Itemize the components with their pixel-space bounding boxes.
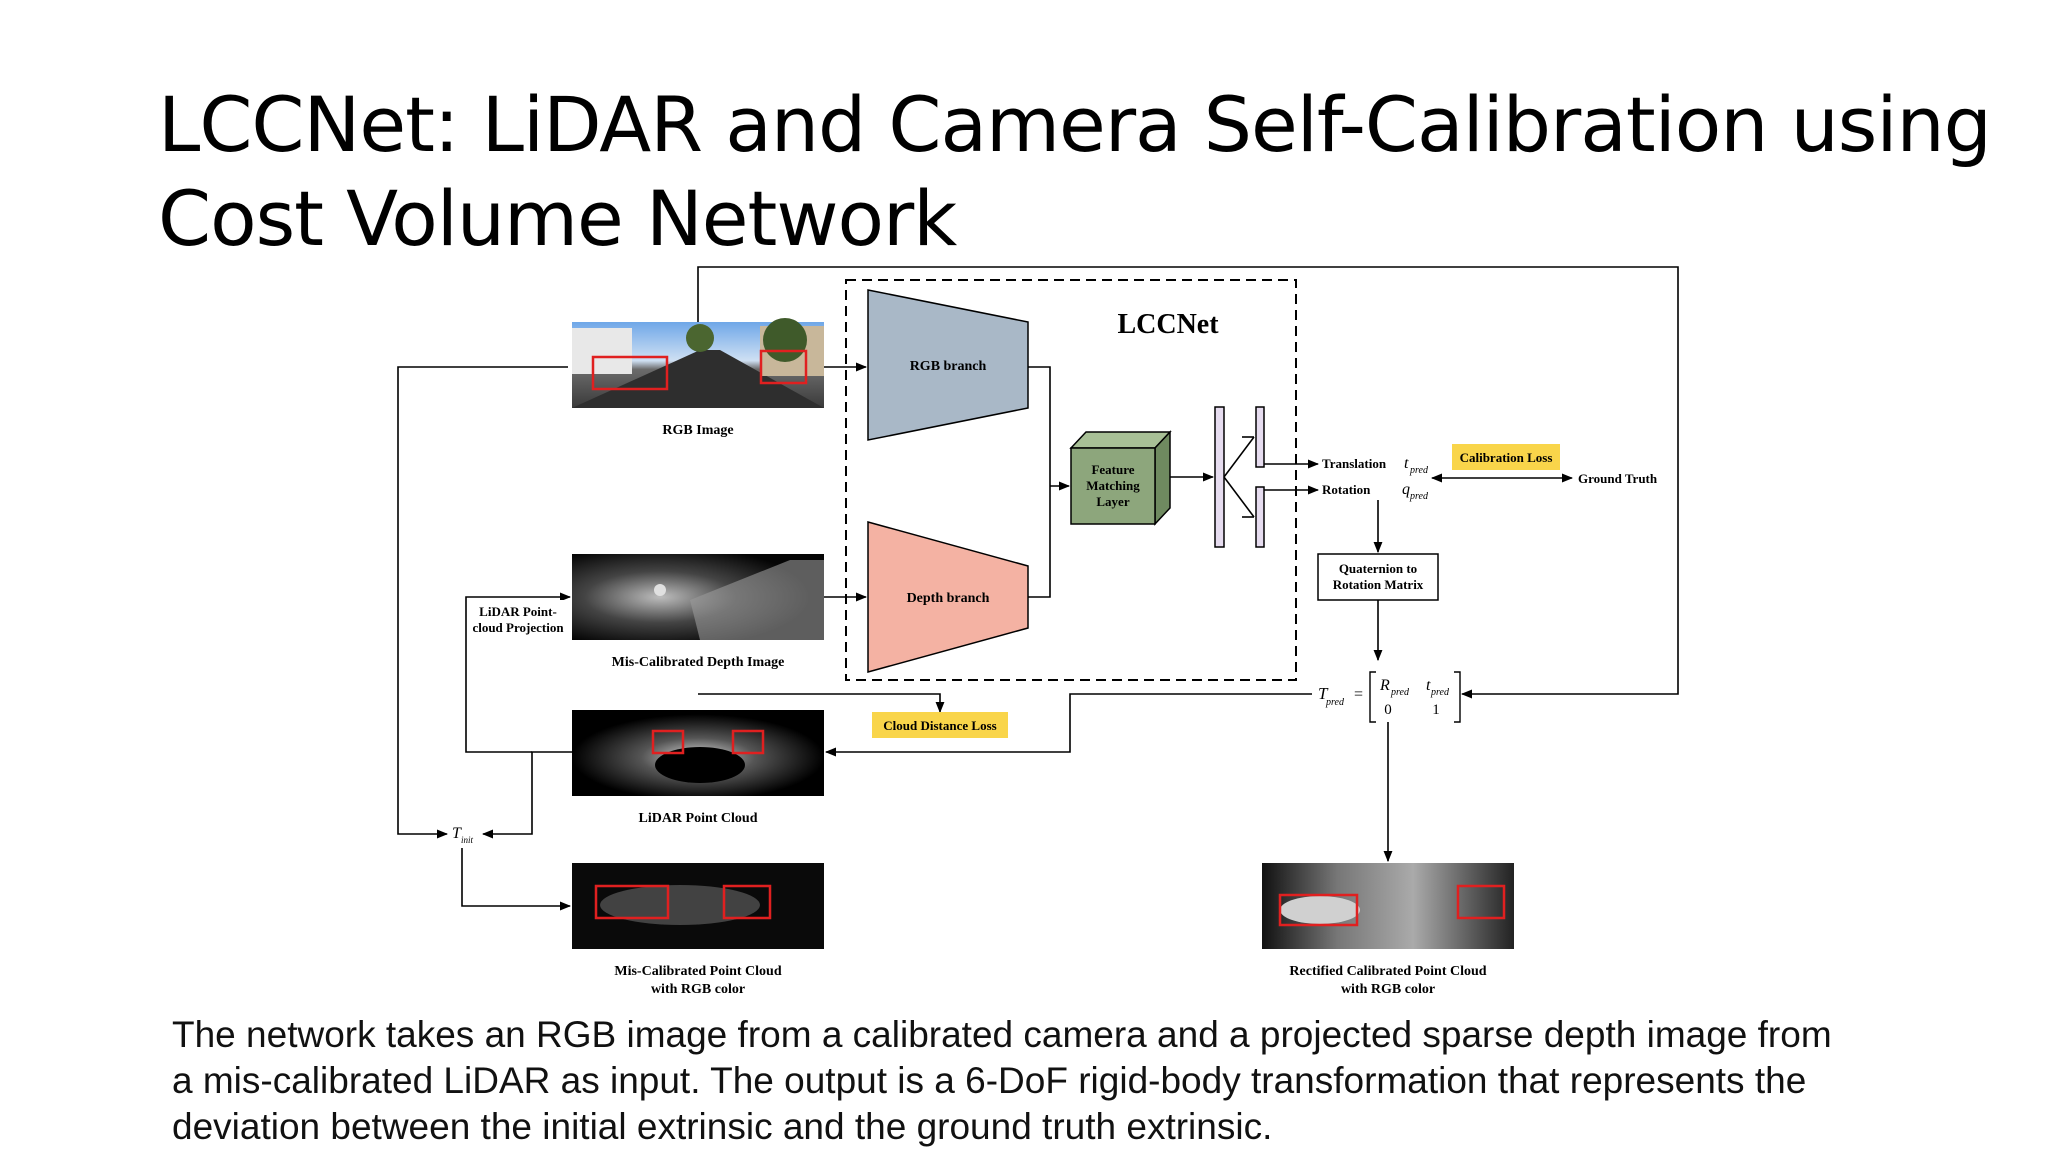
caption-line-2: a mis-calibrated LiDAR as input. The out… [172,1060,1807,1101]
t-pred-subscript: pred [1409,465,1429,476]
calibration-loss-label: Calibration Loss [1460,450,1553,465]
depth-branch-label: Depth branch [907,591,990,606]
caption-line-1: The network takes an RGB image from a ca… [172,1014,1832,1055]
lidar-projection-label-2: cloud Projection [472,620,564,635]
rotation-label: Rotation [1322,482,1371,497]
matrix-t-subscript: pred [1430,687,1450,698]
fc-layer-translation [1255,406,1265,468]
q-pred-symbol: q [1402,481,1410,498]
miscalibrated-cloud-label-1: Mis-Calibrated Point Cloud [614,964,781,979]
quaternion-box [1317,553,1439,601]
T-init-symbol: T [452,825,462,842]
depth-image [572,554,824,640]
matrix-left-bracket [1369,671,1376,723]
lccnet-boundary [845,279,1297,681]
matrix-one: 1 [1432,702,1440,718]
rgb-image [572,318,824,408]
miscalibrated-cloud-image [572,863,824,949]
lccnet-title: LCCNet [1117,309,1219,340]
feature-matching-label-2: Matching [1086,478,1140,493]
connector-lines [397,266,1679,911]
cloud-distance-loss-label: Cloud Distance Loss [883,718,996,733]
depth-image-label: Mis-Calibrated Depth Image [612,655,785,670]
miscalibrated-cloud-label-2: with RGB color [651,982,745,997]
rgb-branch-block [867,289,1029,441]
rectified-cloud-label-1: Rectified Calibrated Point Cloud [1289,964,1486,979]
feature-matching-layer-block [1069,430,1172,526]
q-pred-subscript: pred [1409,491,1429,502]
lidar-point-cloud-label: LiDAR Point Cloud [638,811,757,826]
depth-branch-block [867,521,1029,673]
t-pred-symbol: t [1404,455,1409,472]
rectified-cloud-image [1262,863,1514,949]
T-pred-symbol: T [1318,684,1329,703]
quaternion-label-1: Quaternion to [1339,561,1417,576]
matrix-right-bracket [1454,671,1461,723]
matrix-zero: 0 [1384,702,1392,718]
matrix-equals: = [1354,686,1363,703]
fc-layer-main [1214,406,1225,548]
lidar-projection-label-1: LiDAR Point- [479,604,557,619]
lidar-point-cloud-image [572,710,824,796]
slide-title-line-2: Cost Volume Network [158,174,957,263]
calibration-loss-box [1452,444,1560,470]
translation-label: Translation [1322,456,1387,471]
feature-matching-label-3: Layer [1096,494,1129,509]
matrix-R-symbol: R [1379,677,1390,694]
feature-matching-label-1: Feature [1091,462,1134,477]
quaternion-label-2: Rotation Matrix [1333,577,1424,592]
slide-caption: The network takes an RGB image from a ca… [172,1012,2022,1150]
matrix-R-subscript: pred [1390,687,1410,698]
cloud-distance-loss-box [872,712,1008,738]
rgb-branch-label: RGB branch [910,359,987,374]
fc-layer-rotation [1255,486,1265,548]
rectified-cloud-label-2: with RGB color [1341,982,1435,997]
ground-truth-label: Ground Truth [1578,471,1658,486]
T-init-subscript: init [461,835,474,845]
slide-title-line-1: LCCNet: LiDAR and Camera Self-Calibratio… [158,80,1992,169]
caption-line-3: deviation between the initial extrinsic … [172,1106,1273,1147]
matrix-t-symbol: t [1426,677,1431,694]
rgb-image-label: RGB Image [662,423,733,438]
T-pred-subscript: pred [1325,697,1345,708]
slide-title: LCCNet: LiDAR and Camera Self-Calibratio… [158,78,1992,266]
